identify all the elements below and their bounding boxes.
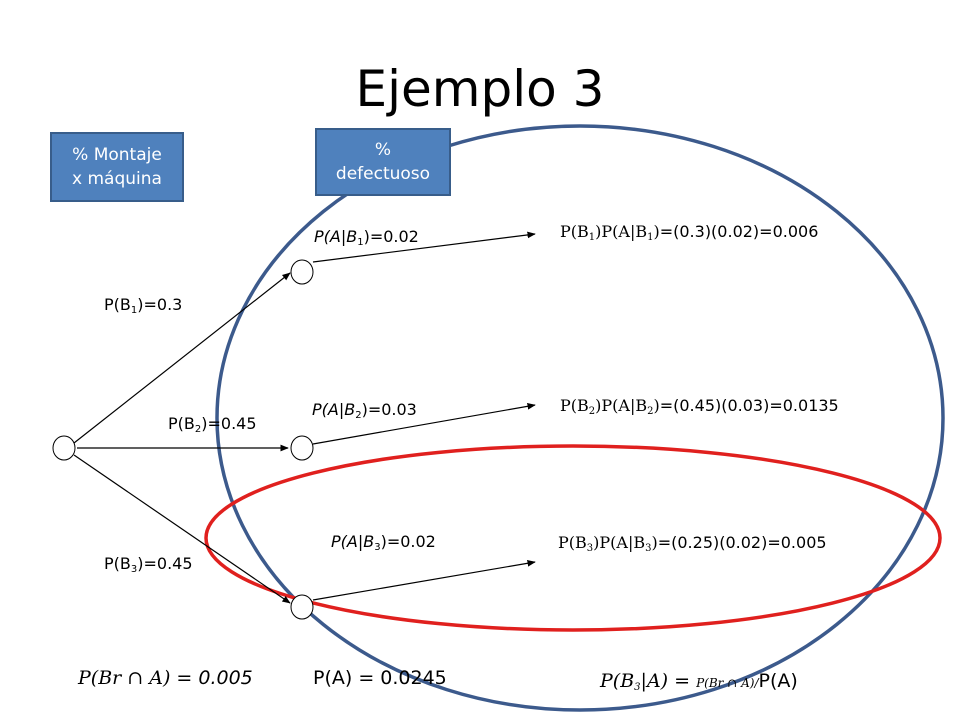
- edge-b1-a: [312, 231, 536, 263]
- edge-b2-a: [312, 402, 536, 445]
- page-title: Ejemplo 3: [355, 60, 605, 118]
- box-defectuoso-line2: defectuoso: [335, 164, 431, 184]
- label-pa-b1: P(A|B1)=0.02: [314, 227, 419, 248]
- label-pb2: P(B2)=0.45: [168, 414, 257, 435]
- intersection-formula: P(Br ∩ A) = 0.005: [78, 667, 253, 689]
- box-defectuoso: % defectuoso: [315, 128, 451, 196]
- box-defectuoso-line1: %: [374, 140, 392, 160]
- label-pb3: P(B3)=0.45: [104, 554, 193, 575]
- product-b2: P(B2)P(A|B2)=(0.45)(0.03)=0.0135: [560, 396, 839, 417]
- product-b1: P(B1)P(A|B1)=(0.3)(0.02)=0.006: [560, 222, 819, 243]
- box-montaje-line2: x máquina: [72, 169, 162, 189]
- node-b1: [290, 259, 314, 285]
- label-pa-b3: P(A|B3)=0.02: [331, 532, 436, 553]
- product-b3: P(B3)P(A|B3)=(0.25)(0.02)=0.005: [558, 533, 827, 554]
- node-b2: [290, 435, 314, 461]
- box-montaje-line1: % Montaje: [72, 145, 162, 165]
- blue-ellipse: [215, 124, 945, 712]
- root-node: [52, 435, 76, 461]
- bayes-formula: P(B3|A) = P(Br ∩ A)/P(A): [600, 670, 798, 693]
- box-montaje: % Montaje x máquina: [50, 132, 184, 202]
- edge-root-b3: [73, 454, 291, 604]
- edge-root-b1: [73, 272, 291, 444]
- edge-b3-a: [312, 559, 536, 601]
- label-pa-b2: P(A|B2)=0.03: [312, 400, 417, 421]
- pa-formula: P(A) = 0.0245: [313, 667, 447, 689]
- red-ellipse: [204, 444, 942, 632]
- node-b3: [290, 594, 314, 620]
- label-pb1: P(B1)=0.3: [104, 295, 183, 316]
